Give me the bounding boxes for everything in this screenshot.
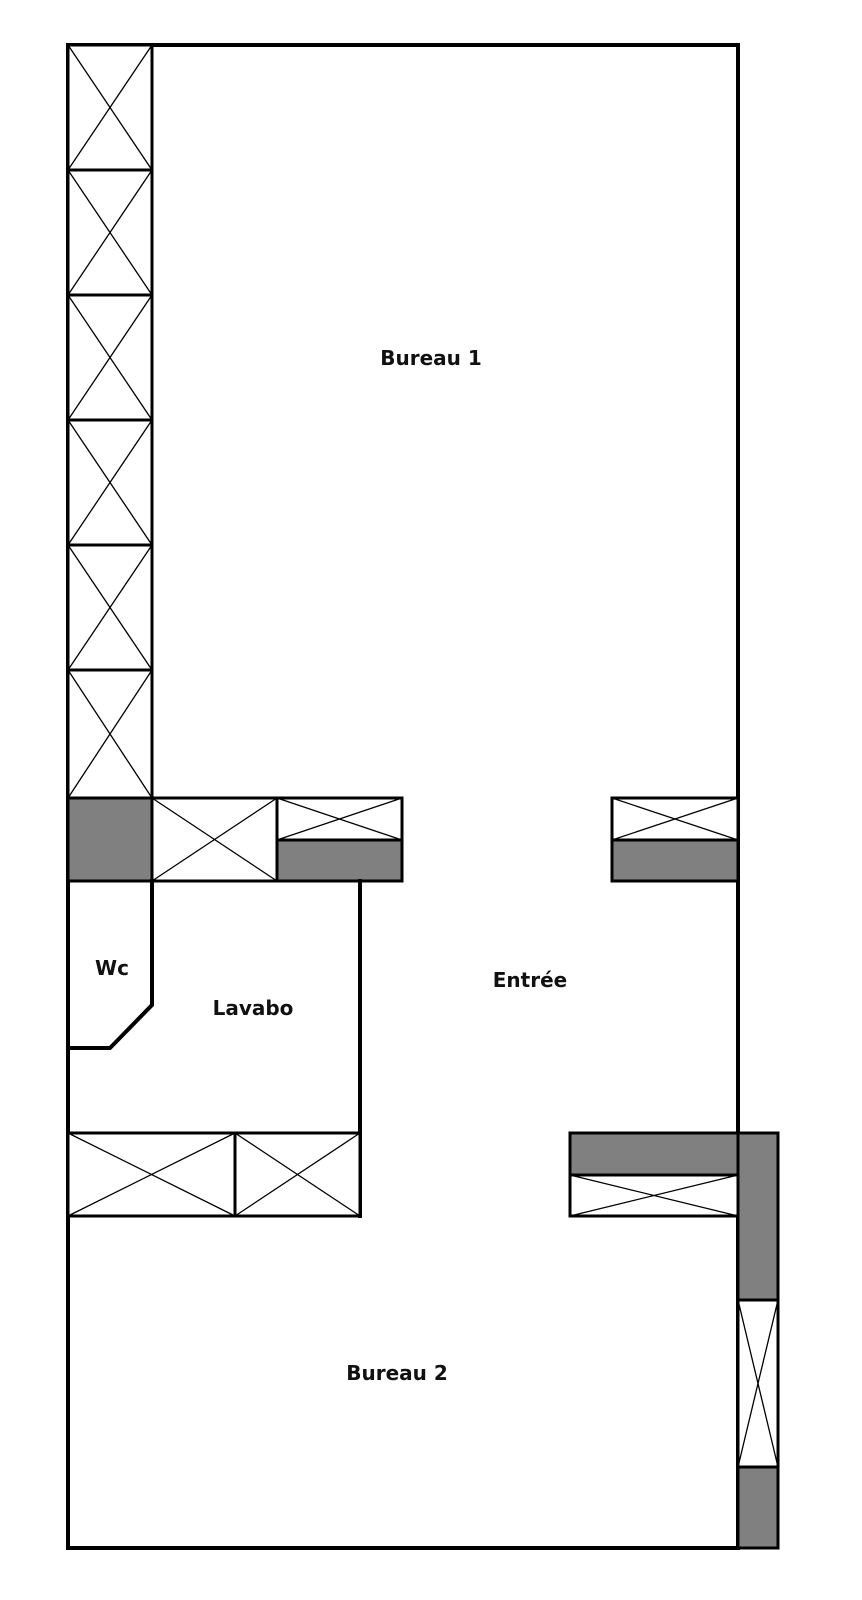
room-label-lavabo: Lavabo	[213, 996, 294, 1020]
wc-walls	[66, 879, 154, 1050]
lower-right-cabinet	[568, 1131, 740, 1218]
right-side-column	[736, 1131, 780, 1550]
upper-right-cabinet	[610, 796, 740, 883]
room-label-wc: Wc	[95, 956, 129, 980]
room-label-entree: Entrée	[493, 968, 567, 992]
room-label-bureau-2: Bureau 2	[346, 1361, 448, 1385]
upper-partition-cabinets	[66, 796, 404, 883]
left-cabinet-column	[66, 43, 154, 800]
room-label-bureau-1: Bureau 1	[380, 346, 482, 370]
lower-left-cabinets	[66, 1131, 362, 1218]
